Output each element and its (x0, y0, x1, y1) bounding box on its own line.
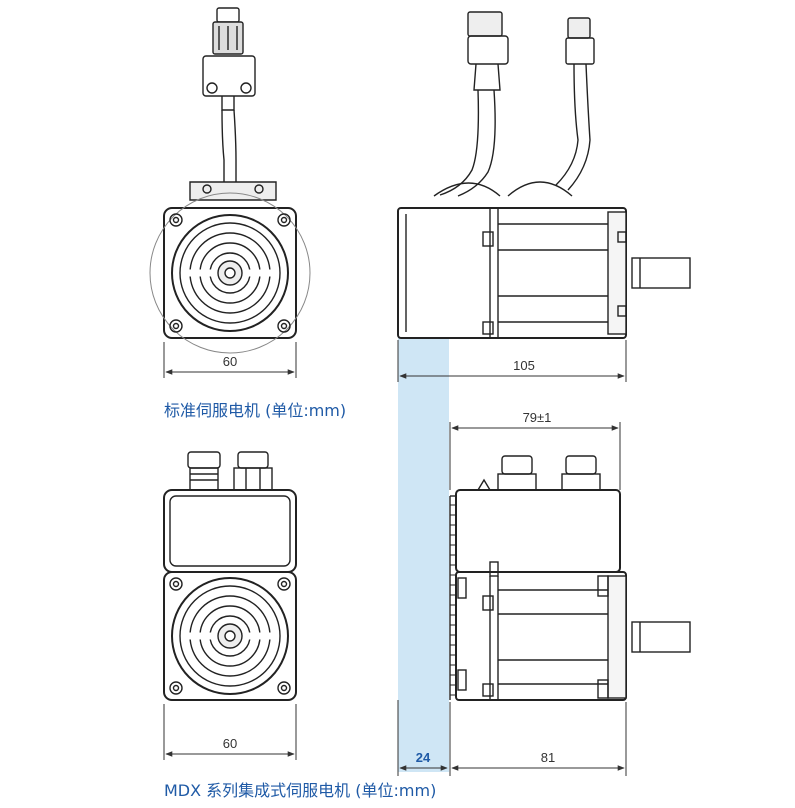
standard-side-cables (433, 11, 595, 197)
standard-front-width-dimension (163, 342, 297, 378)
standard-front-width-label: 60 (223, 354, 237, 369)
mdx-motor-front-view (163, 451, 297, 701)
standard-front-cable (189, 7, 277, 201)
mdx-motor-length-dimension (449, 702, 627, 776)
difference-dimension (397, 700, 448, 776)
standard-motor-side-view (397, 11, 691, 339)
standard-motor-front-view (149, 7, 311, 354)
mdx-drive-length-dimension (449, 422, 621, 490)
mdx-drive-length-label: 79±1 (523, 410, 552, 425)
mdx-shaft (631, 621, 691, 653)
mdx-front-connectors (187, 451, 273, 491)
mdx-motor-caption: MDX 系列集成式伺服电机 (单位:mm) (164, 781, 437, 800)
mdx-motor-side-view (449, 455, 691, 701)
standard-length-label: 105 (513, 358, 535, 373)
standard-motor-caption: 标准伺服电机 (单位:mm) (164, 401, 347, 420)
mdx-side-connectors (477, 455, 601, 491)
difference-label: 24 (416, 750, 431, 765)
difference-highlight-band (398, 336, 449, 772)
mdx-front-width-label: 60 (223, 736, 237, 751)
mdx-front-width-dimension (163, 704, 297, 760)
standard-length-dimension (397, 340, 627, 382)
standard-shaft (631, 257, 691, 289)
mdx-motor-length-label: 81 (541, 750, 555, 765)
